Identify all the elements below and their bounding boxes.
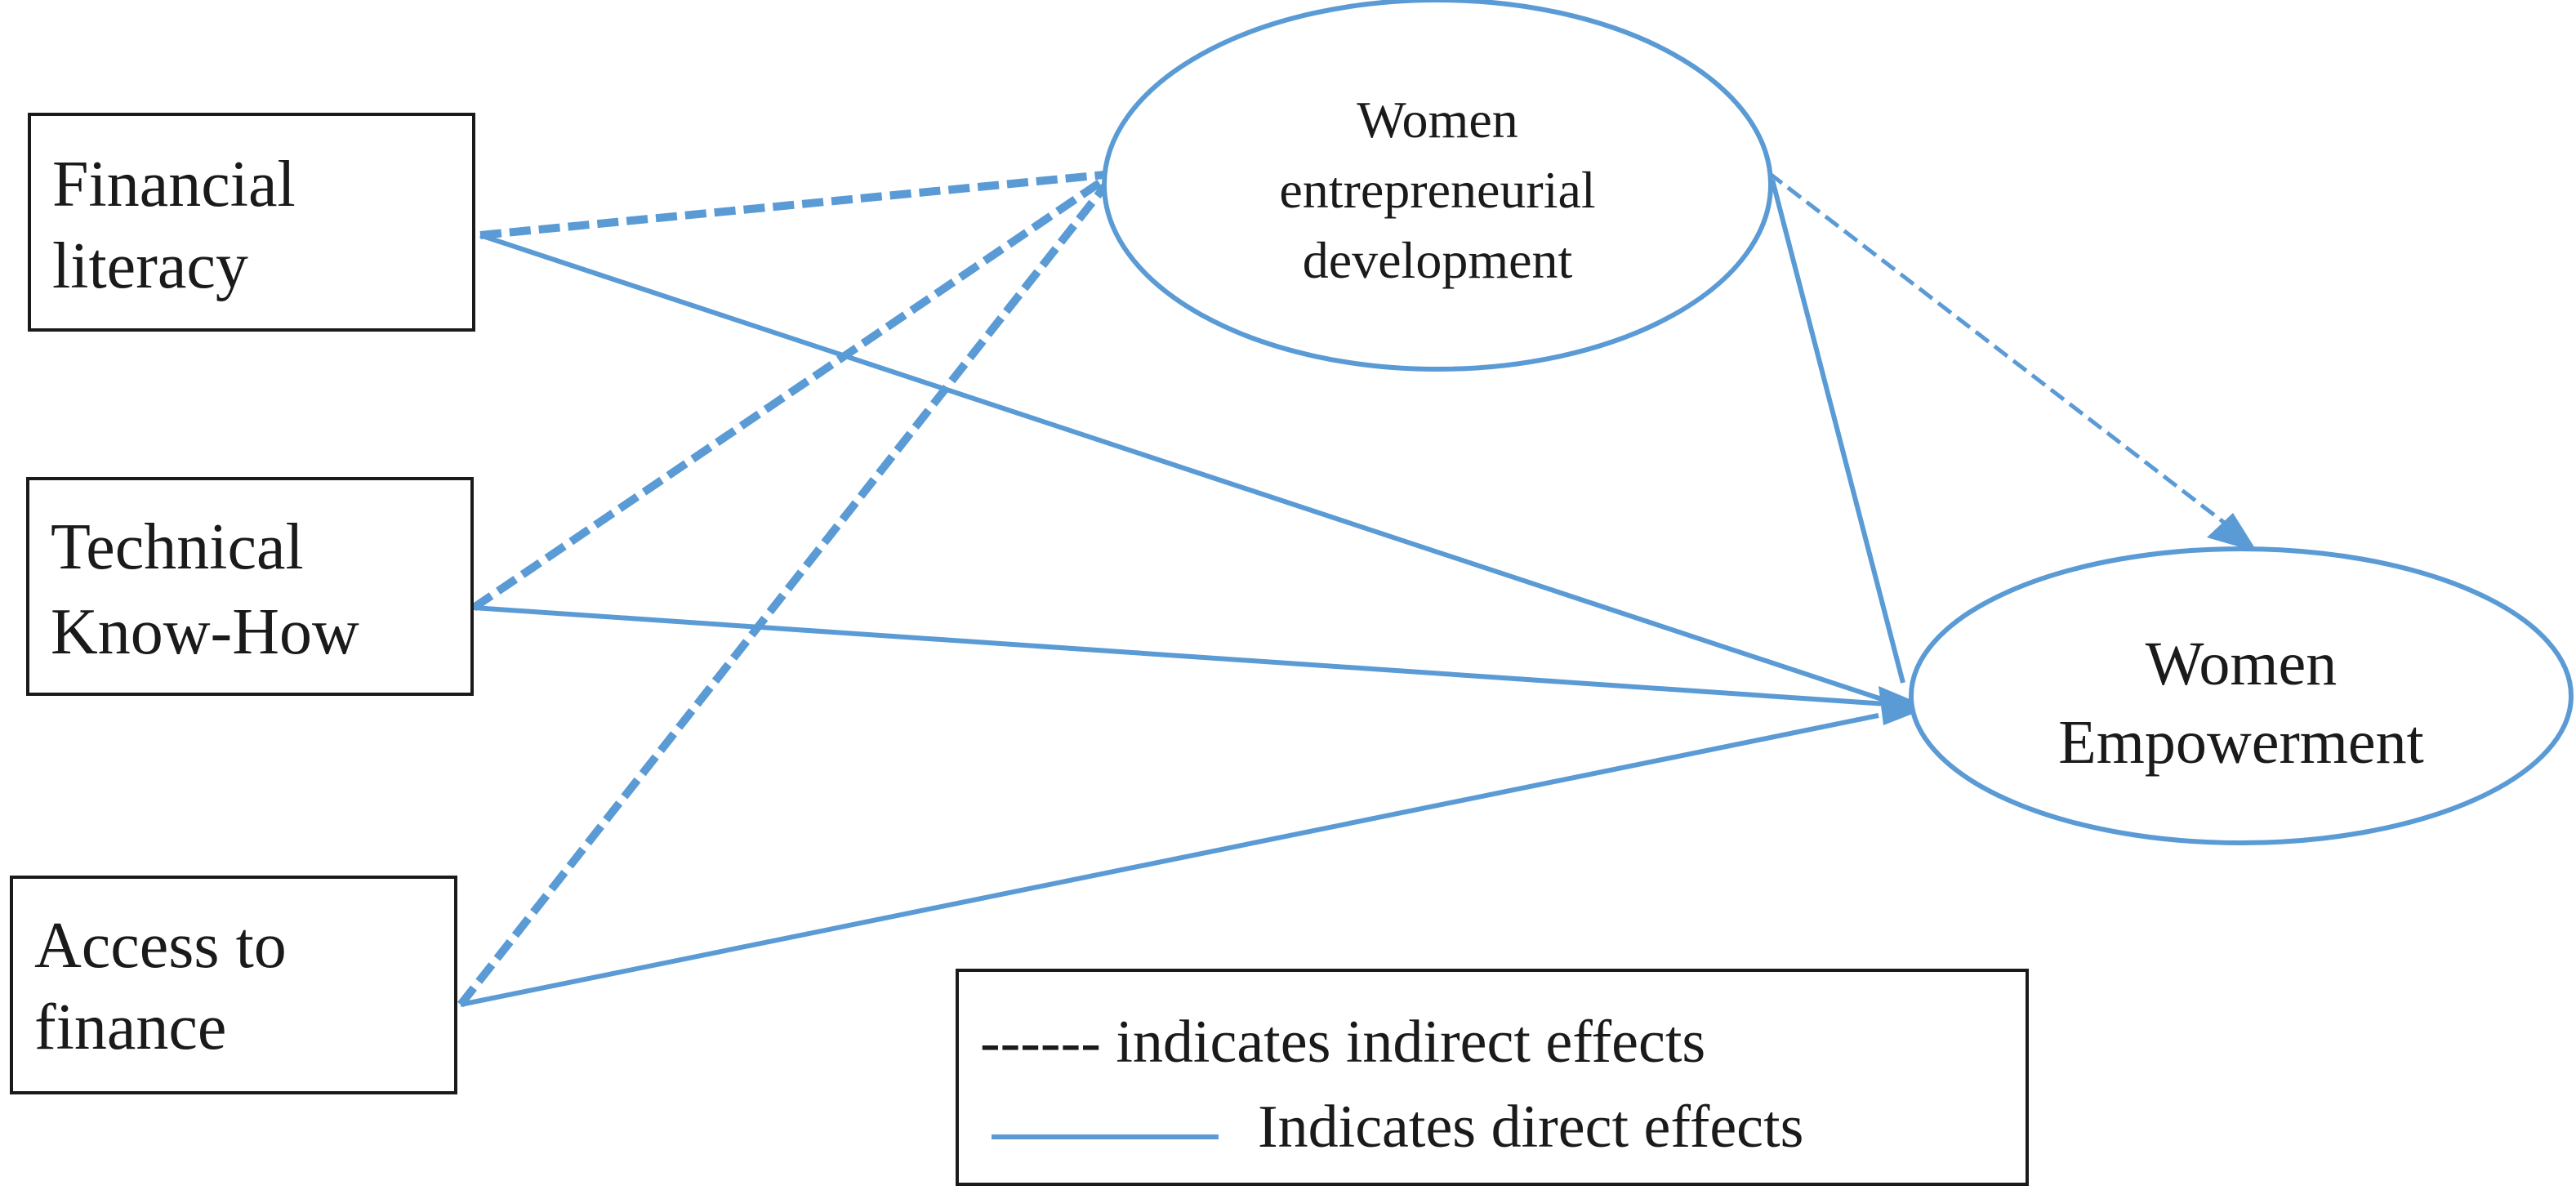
financial-literacy-box (28, 113, 475, 332)
edge-financial-literacy-to-empowerment (479, 233, 1887, 703)
women-empowerment-ellipse (1909, 546, 2574, 845)
financial-literacy-line-2: literacy (52, 230, 248, 302)
financial-literacy-line-1: Financial (52, 149, 296, 221)
edges (457, 171, 2257, 1008)
arrowhead-empowerment-left (1879, 686, 1929, 725)
node-technical-know-how: Technical Know-How (26, 477, 474, 696)
edge-financial-literacy-to-entrepreneurial-development (479, 171, 1105, 239)
technical-know-how-line-1: Technical (51, 511, 304, 583)
node-financial-literacy: Financial literacy (28, 113, 475, 332)
women-empowerment-line-2: Empowerment (2058, 708, 2423, 777)
technical-know-how-box (26, 477, 474, 696)
node-women-empowerment: Women Empowerment (1909, 546, 2574, 845)
technical-know-how-line-2: Know-How (51, 596, 359, 668)
legend-indirect-label: ------ indicates indirect effects (980, 1009, 1705, 1076)
legend-direct-label: Indicates direct effects (1258, 1094, 1803, 1161)
access-to-finance-line-1: Access to (34, 910, 287, 982)
edge-entrepreneurial-development-to-empowerment-indirect (1767, 172, 2228, 526)
node-access-to-finance: Access to finance (10, 876, 457, 1094)
women-entrepreneurial-development-line-3: development (1303, 231, 1573, 289)
edge-technical-know-how-to-entrepreneurial-development (471, 176, 1107, 612)
arrowhead-empowerment-top (2207, 513, 2257, 552)
women-entrepreneurial-development-ellipse (1102, 0, 1773, 372)
access-to-finance-box (10, 876, 457, 1094)
edge-access-to-finance-to-empowerment (460, 713, 1879, 1007)
edge-access-to-finance-to-entrepreneurial-development (457, 180, 1111, 1008)
legend: ------ indicates indirect effects Indica… (956, 969, 2029, 1186)
women-empowerment-line-1: Women (2146, 630, 2338, 698)
legend-box (956, 969, 2029, 1186)
edge-technical-know-how-to-empowerment (473, 605, 1887, 706)
women-entrepreneurial-development-line-2: entrepreneurial (1279, 161, 1595, 219)
edge-entrepreneurial-development-to-empowerment (1770, 179, 1905, 684)
women-entrepreneurial-development-line-1: Women (1357, 91, 1518, 149)
node-women-entrepreneurial-development: Women entrepreneurial development (1102, 0, 1773, 372)
access-to-finance-line-2: finance (34, 992, 226, 1063)
